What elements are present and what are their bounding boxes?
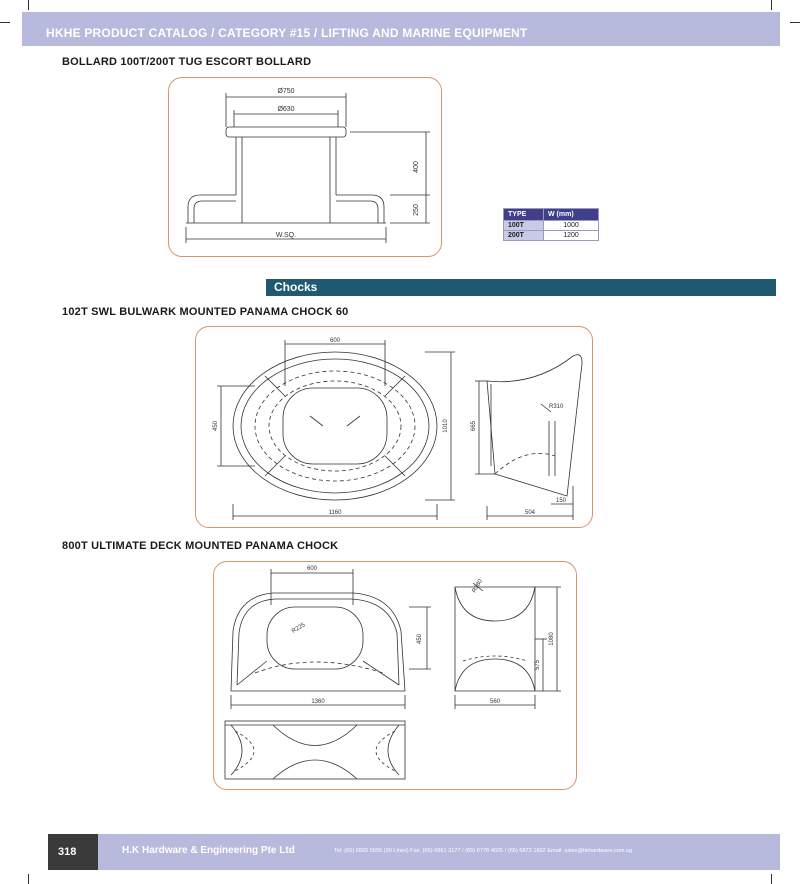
- bollard-title: BOLLARD 100T/200T TUG ESCORT BOLLARD: [62, 56, 312, 68]
- dim-side-h2: 1080: [549, 632, 555, 646]
- dim-base: W.SQ.: [276, 232, 296, 239]
- bollard-drawing-frame: [168, 77, 442, 257]
- dim-height-lower: 250: [413, 204, 420, 216]
- dim-height: 450: [417, 633, 423, 644]
- chock800-drawing: 600 R225 450 1360 R380 575 1080 560: [224, 566, 561, 780]
- dim-bottom: 1160: [329, 510, 343, 516]
- table-header-type: TYPE: [503, 208, 544, 221]
- chock60-drawing: 600 450 1010 665 R310 1160 504 150: [213, 338, 583, 520]
- page-number-box: [48, 834, 98, 870]
- dim-bottom: 1360: [311, 699, 325, 705]
- table-row: 200T 1200: [503, 230, 599, 241]
- dim-side-height: 665: [471, 420, 477, 431]
- bollard-drawing: Ø750 Ø630 400 250 W.SQ.: [185, 88, 430, 243]
- dim-outer-dia: Ø750: [277, 88, 294, 95]
- footer-band: [48, 834, 780, 870]
- table-cell-type: 100T: [503, 220, 544, 231]
- dim-top: 600: [307, 566, 318, 572]
- crop-mark: [28, 874, 29, 884]
- company-name: H.K Hardware & Engineering Pte Ltd: [122, 845, 295, 856]
- header-band: [22, 12, 780, 46]
- dim-radius: R225: [291, 622, 307, 635]
- chocks-section-bar: [266, 279, 776, 296]
- crop-mark: [771, 874, 772, 884]
- crop-mark: [28, 0, 29, 10]
- table-cell-type: 200T: [503, 230, 544, 241]
- contact-info: Tel: (65) 6565 5555 (30 Lines) Fax: (65)…: [334, 848, 632, 854]
- bollard-spec-table: TYPE W (mm) 100T 1000 200T 1200: [503, 208, 599, 241]
- dim-side-bottom: 560: [490, 699, 501, 705]
- dim-side-radius: R380: [472, 578, 485, 594]
- dim-top: 600: [330, 338, 341, 344]
- chocks-section-label: Chocks: [274, 280, 318, 294]
- chock60-drawing-frame: [195, 326, 593, 528]
- dim-left: 450: [213, 420, 219, 431]
- dim-radius: R310: [549, 404, 564, 410]
- dim-height: 1010: [443, 419, 449, 433]
- table-cell-w: 1200: [543, 230, 599, 241]
- chock800-title: 800T ULTIMATE DECK MOUNTED PANAMA CHOCK: [62, 540, 339, 552]
- dim-side-h1: 575: [535, 659, 541, 670]
- crop-mark: [0, 22, 10, 23]
- chock60-title: 102T SWL BULWARK MOUNTED PANAMA CHOCK 60: [62, 306, 349, 318]
- dim-inner-dia: Ø630: [277, 106, 294, 113]
- dim-side-bottom: 504: [525, 510, 536, 516]
- table-cell-w: 1000: [543, 220, 599, 231]
- header-title: HKHE PRODUCT CATALOG / CATEGORY #15 / LI…: [46, 26, 528, 40]
- table-row: 100T 1000: [503, 220, 599, 231]
- table-header-row: TYPE W (mm): [503, 208, 599, 221]
- dim-side-small: 150: [556, 498, 567, 504]
- page-number: 318: [58, 846, 77, 858]
- crop-mark: [771, 0, 772, 10]
- table-header-w: W (mm): [543, 208, 599, 221]
- crop-mark: [790, 22, 800, 23]
- dim-height-upper: 400: [413, 161, 420, 173]
